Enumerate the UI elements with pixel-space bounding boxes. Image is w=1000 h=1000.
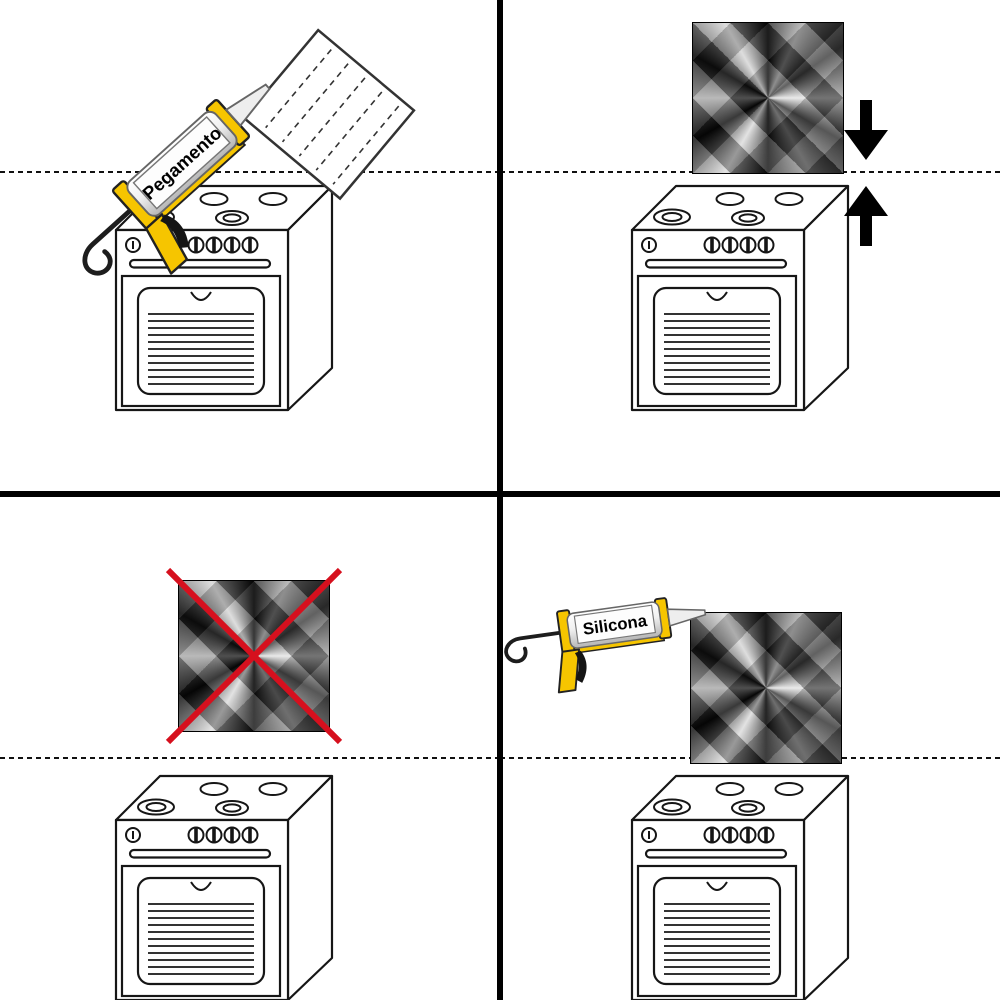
panel-incorrect — [0, 500, 500, 1000]
wall-dashed-line — [0, 171, 500, 173]
press-arrows-icon — [844, 100, 888, 246]
gun-label-plate — [132, 115, 231, 210]
caulking-gun-silicone: Silicona — [500, 568, 726, 706]
panel-apply-silicone: Silicona — [500, 500, 1000, 1000]
panel-apply-glue: Pegamento — [0, 0, 500, 500]
gun-label-plate — [573, 604, 657, 645]
wall-dashed-line — [0, 757, 500, 759]
vertical-divider — [497, 0, 503, 1000]
stove-illustration — [624, 172, 864, 422]
caulking-gun-glue: Pegamento — [27, 35, 333, 329]
panel-press-panel — [500, 0, 1000, 500]
metal-splashback-panel — [692, 22, 844, 174]
stove-illustration — [108, 762, 348, 1000]
cross-out-icon — [165, 567, 343, 745]
metal-splashback-panel — [690, 612, 842, 764]
horizontal-divider — [0, 491, 1000, 497]
stove-illustration — [624, 762, 864, 1000]
glue-sheet — [242, 28, 416, 201]
